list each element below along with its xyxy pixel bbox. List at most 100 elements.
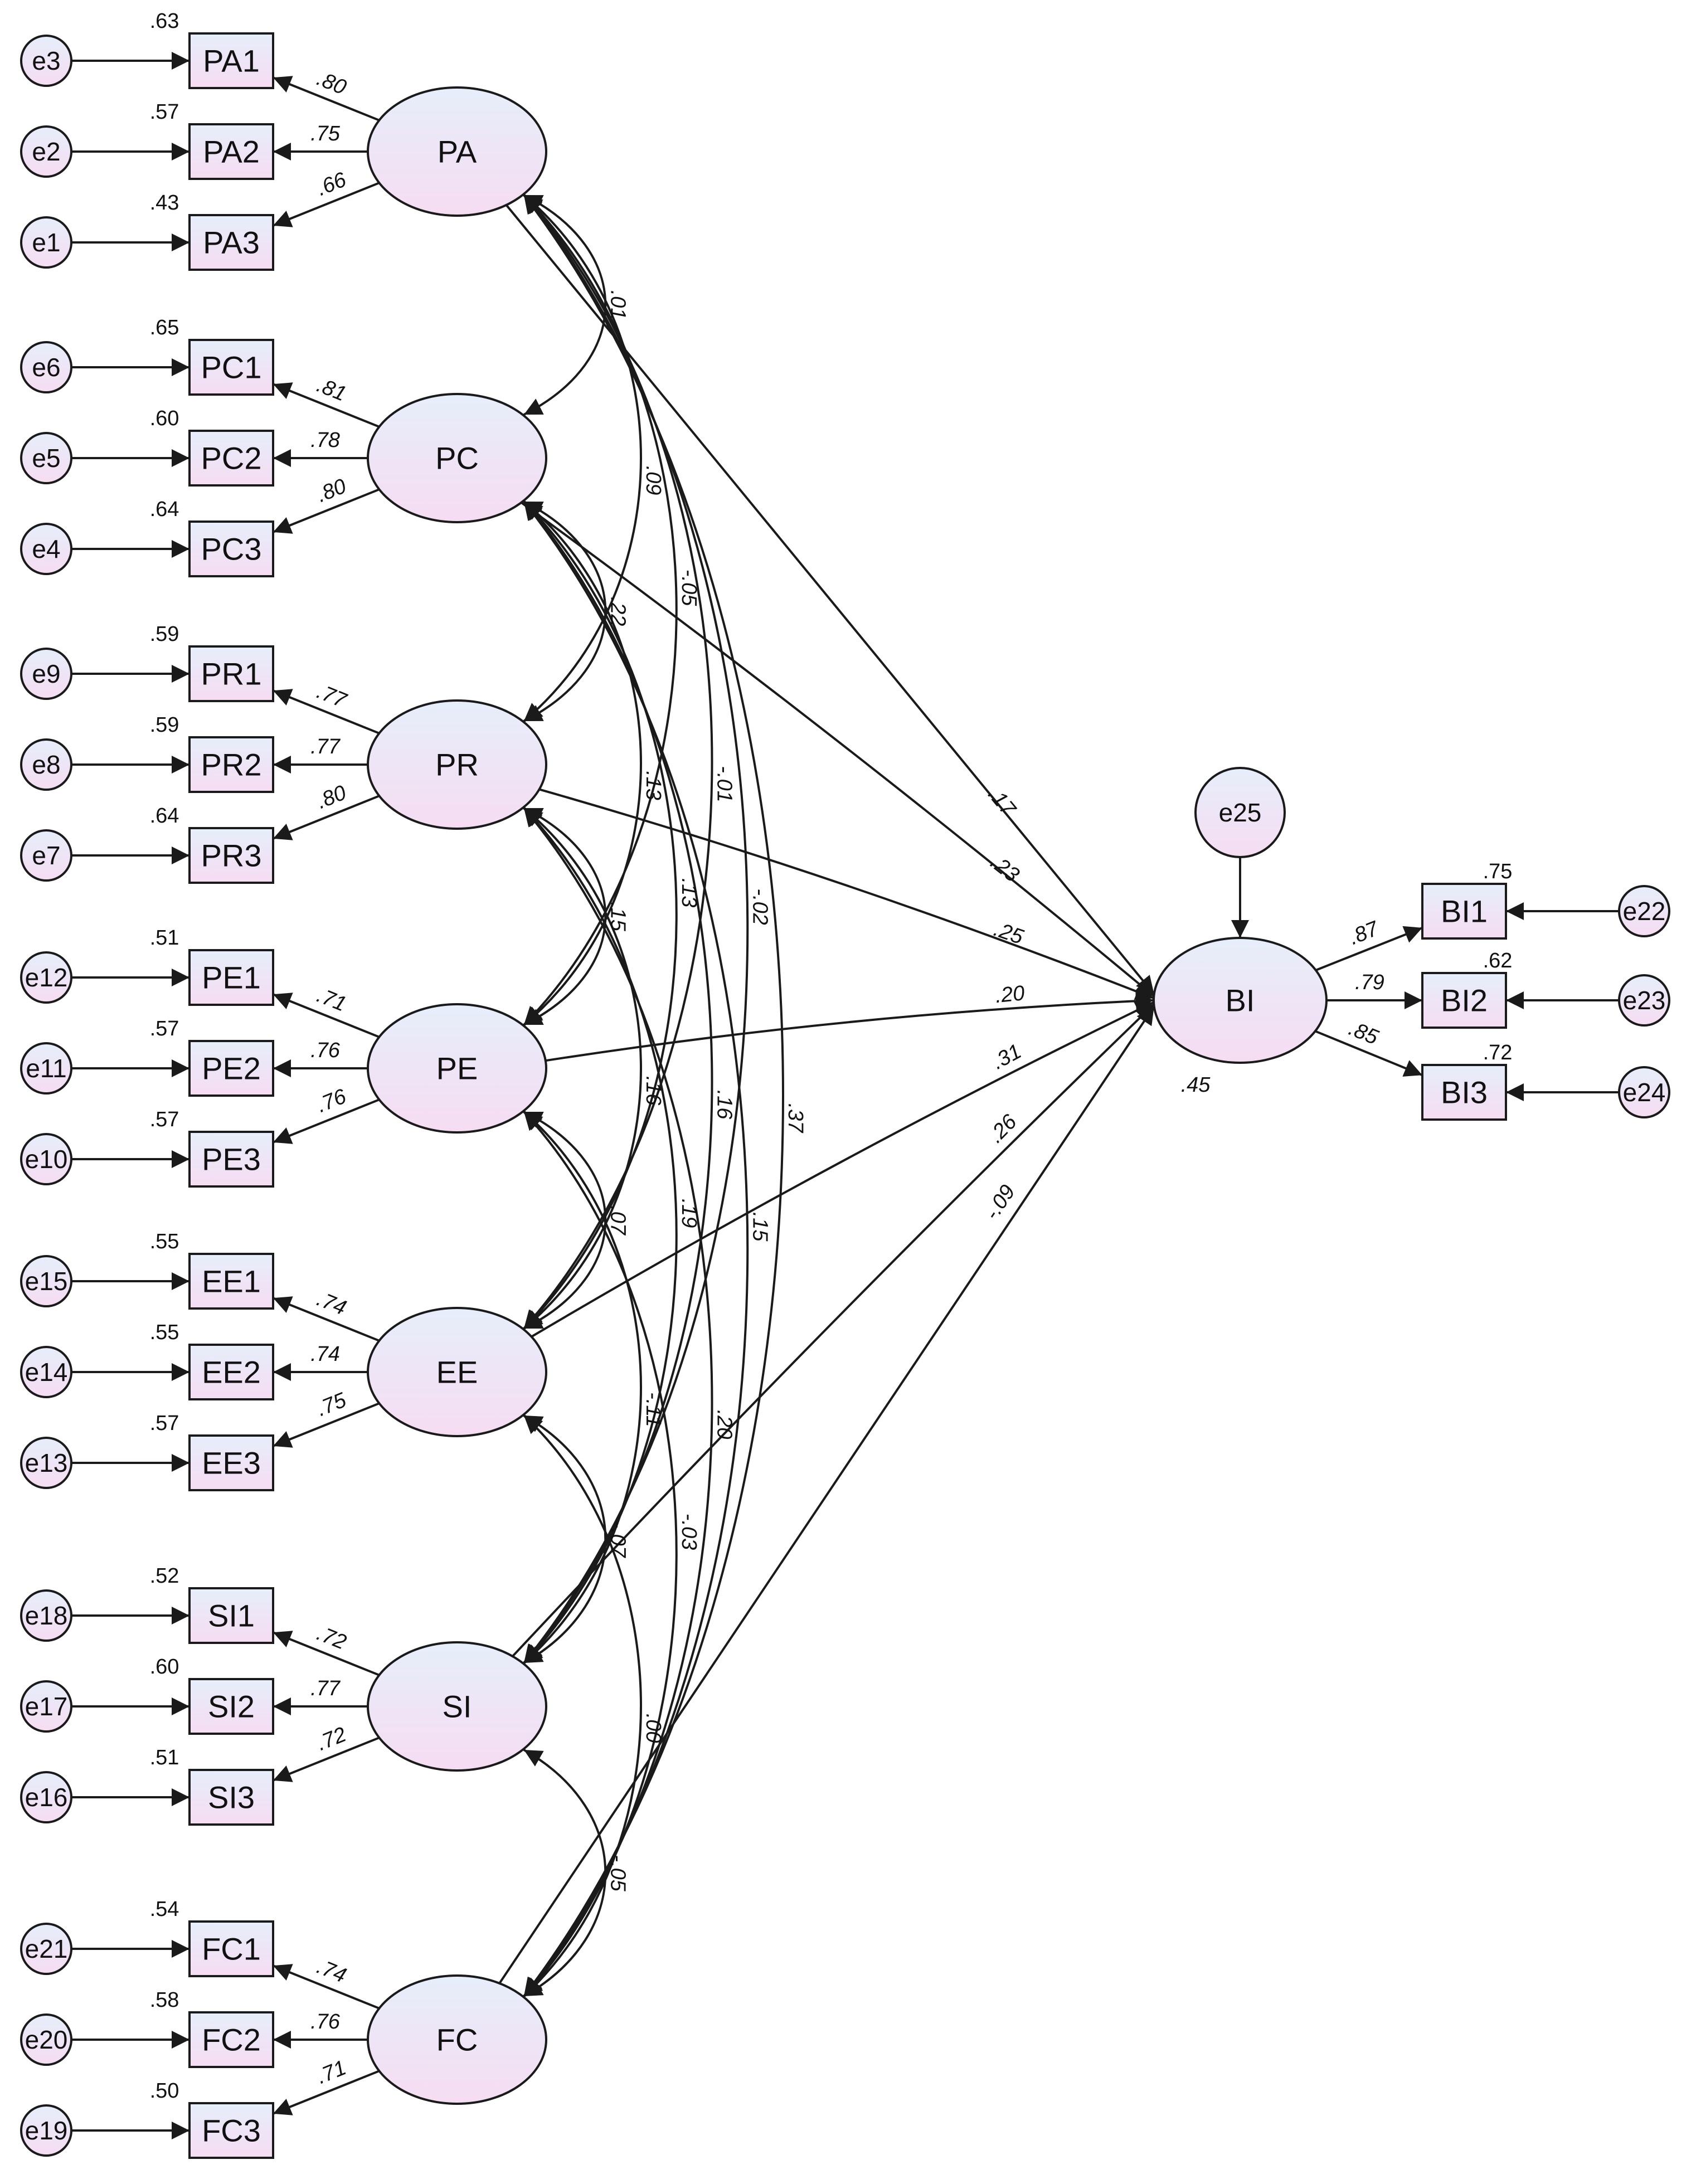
structural-path-fc-bi — [498, 1005, 1155, 1984]
covariance-arc-pc-pr — [523, 500, 607, 722]
error-term-e17 — [20, 1680, 72, 1733]
r-squared-pr3: .64 — [150, 804, 179, 828]
r-squared-pa2: .57 — [150, 100, 179, 124]
covariance-label-pc-si: .16 — [713, 1090, 736, 1120]
indicator-label-fc3: FC3 — [202, 2113, 261, 2148]
r-squared-pe1: .51 — [150, 926, 179, 950]
r-squared-pc3: .64 — [150, 498, 179, 521]
loading-arrow-ee1 — [273, 1296, 380, 1342]
r-squared-bi1: .75 — [1483, 860, 1513, 883]
r-squared-si2: .60 — [150, 1655, 179, 1679]
structural-coef-pc: .23 — [986, 850, 1023, 887]
indicator-box-pc3 — [188, 521, 274, 577]
covariance-label-pa-pc: .01 — [606, 290, 629, 320]
loading-label-pa1: .80 — [313, 67, 349, 100]
covariance-label-pc-pr: .22 — [606, 597, 629, 626]
covariance-arc-pr-pe — [523, 807, 607, 1026]
loading-arrow-pa3 — [273, 182, 380, 227]
indicator-box-fc3 — [188, 2102, 274, 2159]
error-term-e14 — [20, 1346, 72, 1398]
r-squared-pr2: .59 — [150, 713, 179, 737]
loading-arrow-pc1 — [273, 382, 380, 428]
structural-coef-si: .26 — [984, 1110, 1022, 1147]
indicator-label-pr2: PR2 — [201, 747, 262, 782]
error-label-e6: e6 — [32, 353, 60, 382]
node-layer — [20, 32, 1670, 2159]
structural-path-si-bi — [512, 1003, 1155, 1657]
covariance-label-pr-si: .19 — [677, 1199, 701, 1228]
loading-arrow-pe3 — [273, 1098, 380, 1144]
error-label-e1: e1 — [32, 228, 60, 257]
covariance-arc-pe-fc — [523, 1111, 678, 1997]
error-term-e20 — [20, 2013, 72, 2066]
latent-bi — [1153, 937, 1328, 1064]
indicator-label-pe3: PE3 — [202, 1142, 261, 1177]
loading-arrow-si3 — [273, 1737, 380, 1782]
covariance-label-ee-fc: .00 — [642, 1714, 665, 1743]
loading-arrow-fc3 — [273, 2070, 380, 2115]
latent-label-bi: BI — [1226, 983, 1255, 1018]
structural-path-pr-bi — [539, 788, 1154, 1000]
covariance-label-pe-fc: -.03 — [677, 1514, 701, 1550]
r-squared-si3: .51 — [150, 1746, 179, 1769]
error-label-e3: e3 — [32, 46, 60, 75]
indicator-label-bi2: BI2 — [1441, 983, 1488, 1018]
covariance-label-si-fc: -.05 — [606, 1855, 629, 1891]
loading-label-pe1: .71 — [313, 984, 349, 1016]
r-squared-fc2: .58 — [150, 1988, 179, 2012]
covariance-arc-ee-fc — [523, 1414, 642, 1997]
error-term-e15 — [20, 1255, 72, 1307]
indicator-label-pr1: PR1 — [201, 656, 262, 692]
error-label-e2: e2 — [32, 137, 60, 166]
indicator-box-pr2 — [188, 736, 274, 793]
error-term-e24 — [1618, 1066, 1670, 1118]
indicator-box-pr3 — [188, 827, 274, 884]
covariance-arc-pe-si — [523, 1111, 642, 1664]
r-squared-bi3: .72 — [1483, 1041, 1513, 1064]
covariance-arc-ee-si — [523, 1414, 607, 1664]
error-label-e17: e17 — [25, 1692, 68, 1721]
indicator-label-bi3: BI3 — [1441, 1075, 1488, 1110]
disturbance-label-e25: e25 — [1219, 798, 1262, 827]
indicator-box-pa3 — [188, 214, 274, 271]
error-label-e5: e5 — [32, 444, 60, 473]
r-squared-pc2: .60 — [150, 407, 179, 430]
latent-ee — [367, 1307, 547, 1437]
latent-label-pe: PE — [436, 1051, 478, 1086]
indicator-label-pc3: PC3 — [201, 532, 262, 567]
indicator-box-pa2 — [188, 123, 274, 180]
covariance-arc-pa-pr — [523, 194, 642, 722]
latent-fc — [367, 1974, 547, 2105]
error-term-e21 — [20, 1923, 72, 1975]
covariance-label-pe-ee: .07 — [606, 1205, 629, 1236]
indicator-box-bi1 — [1421, 883, 1507, 940]
latent-pa — [367, 86, 547, 217]
r-squared-si1: .52 — [150, 1564, 179, 1588]
error-term-e6 — [20, 341, 72, 393]
error-label-e8: e8 — [32, 750, 60, 779]
loading-label-pc2: .78 — [310, 429, 340, 452]
indicator-box-fc1 — [188, 1920, 274, 1977]
loading-arrow-pa1 — [273, 76, 380, 121]
covariance-arc-pa-fc — [523, 194, 784, 1997]
error-label-e23: e23 — [1623, 986, 1666, 1015]
loading-arrow-bi1 — [1315, 926, 1423, 971]
loading-arrow-fc1 — [273, 1964, 380, 2010]
r-squared-pa3: .43 — [150, 191, 179, 215]
loading-arrow-si1 — [273, 1631, 380, 1676]
covariance-arc-pr-si — [523, 807, 678, 1664]
error-term-e12 — [20, 951, 72, 1004]
covariance-label-pc-ee: .13 — [677, 878, 701, 908]
error-term-e2 — [20, 125, 72, 178]
indicator-box-pe2 — [188, 1040, 274, 1097]
indicator-box-pe1 — [188, 949, 274, 1006]
error-label-e7: e7 — [32, 841, 60, 870]
r-squared-ee1: .55 — [150, 1230, 179, 1253]
indicator-box-pe3 — [188, 1131, 274, 1188]
indicator-label-ee3: EE3 — [202, 1446, 261, 1481]
indicator-box-pc2 — [188, 430, 274, 487]
indicator-label-si3: SI3 — [208, 1780, 255, 1815]
r-squared-pc1: .65 — [150, 316, 179, 339]
error-term-e8 — [20, 738, 72, 791]
